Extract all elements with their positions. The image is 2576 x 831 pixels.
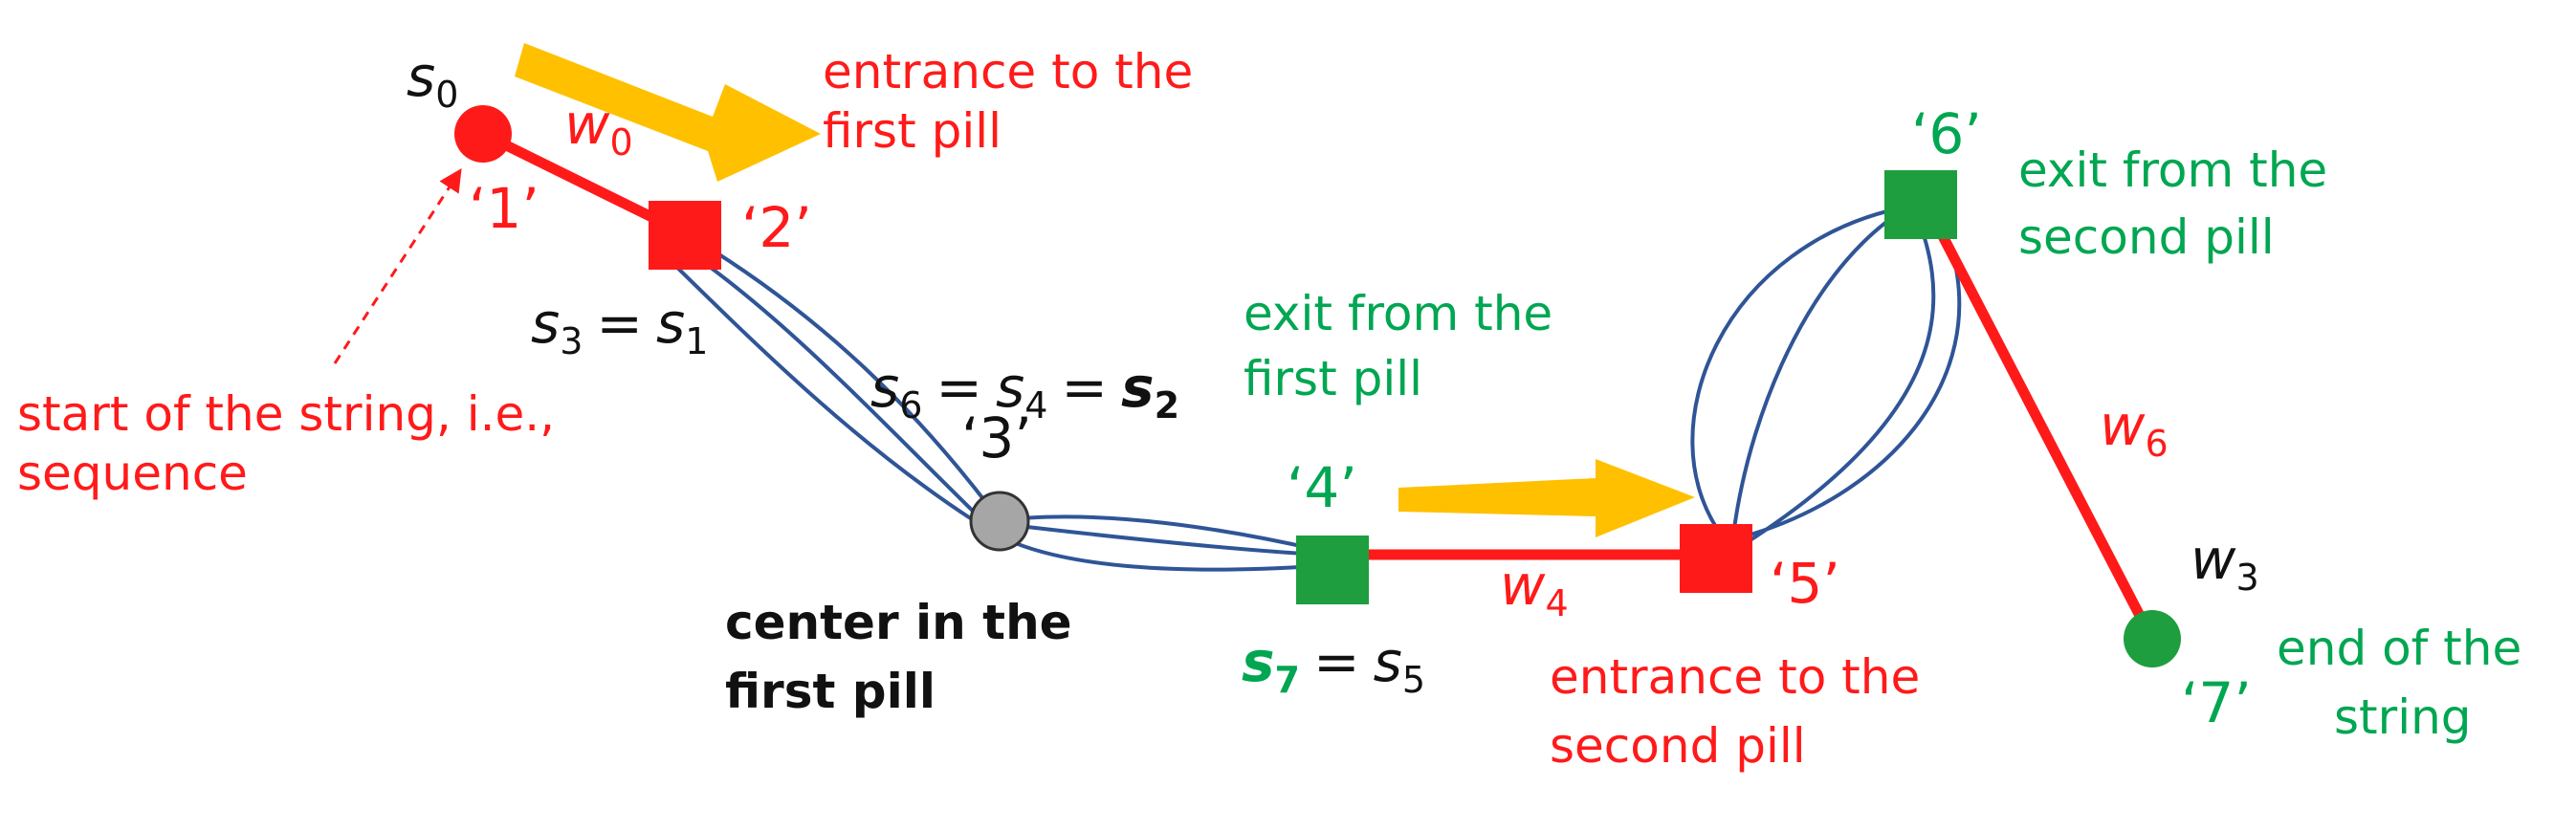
s3-equals-s1: s3=s1 [531,291,708,362]
node-5-marker [1680,524,1752,593]
second-pill-loops [1690,204,1962,545]
center-first-pill-text: center in the first pill [725,595,1089,719]
node-7-marker [2124,610,2181,667]
node-7-label: ‘7’ [2181,670,2252,735]
node-1-marker [454,105,512,163]
entrance-second-pill-text: entrance to the second pill [1550,649,1935,774]
s7-equals-s5: s7=s5 [1242,629,1425,701]
w0-symbol: w0 [564,92,633,164]
node-4-marker [1296,536,1369,604]
node-3-marker [969,491,1030,552]
node-6-marker [1884,170,1957,239]
start-pointer-arrow [333,167,462,364]
direction-arrow-2 [1398,459,1695,537]
node-1-label: ‘1’ [469,176,539,241]
s0-symbol: s0 [407,44,458,116]
exit-second-pill-text: exit from the second pill [2018,142,2343,265]
node-6-label: ‘6’ [1911,101,1982,166]
start-of-string-text: start of the string, i.e., sequence [17,386,570,501]
w6-symbol: w6 [2100,393,2169,465]
entrance-first-pill-text: entrance to the first pill [823,44,1208,159]
w3-symbol: w3 [2191,527,2259,599]
node-5-label: ‘5’ [1770,551,1840,616]
node-4-label: ‘4’ [1287,455,1357,520]
end-of-string-text: end of the string [2277,621,2537,745]
node-3-label: ‘3’ [961,405,1032,470]
w4-symbol: w4 [1500,553,1569,624]
node-2-marker [649,201,721,270]
node-2-label: ‘2’ [741,195,812,260]
s6-equals-s4-equals-s2: s6=s4=s2 [870,355,1179,426]
exit-first-pill-text: exit from the first pill [1244,286,1568,406]
direction-arrow-1 [515,43,821,182]
